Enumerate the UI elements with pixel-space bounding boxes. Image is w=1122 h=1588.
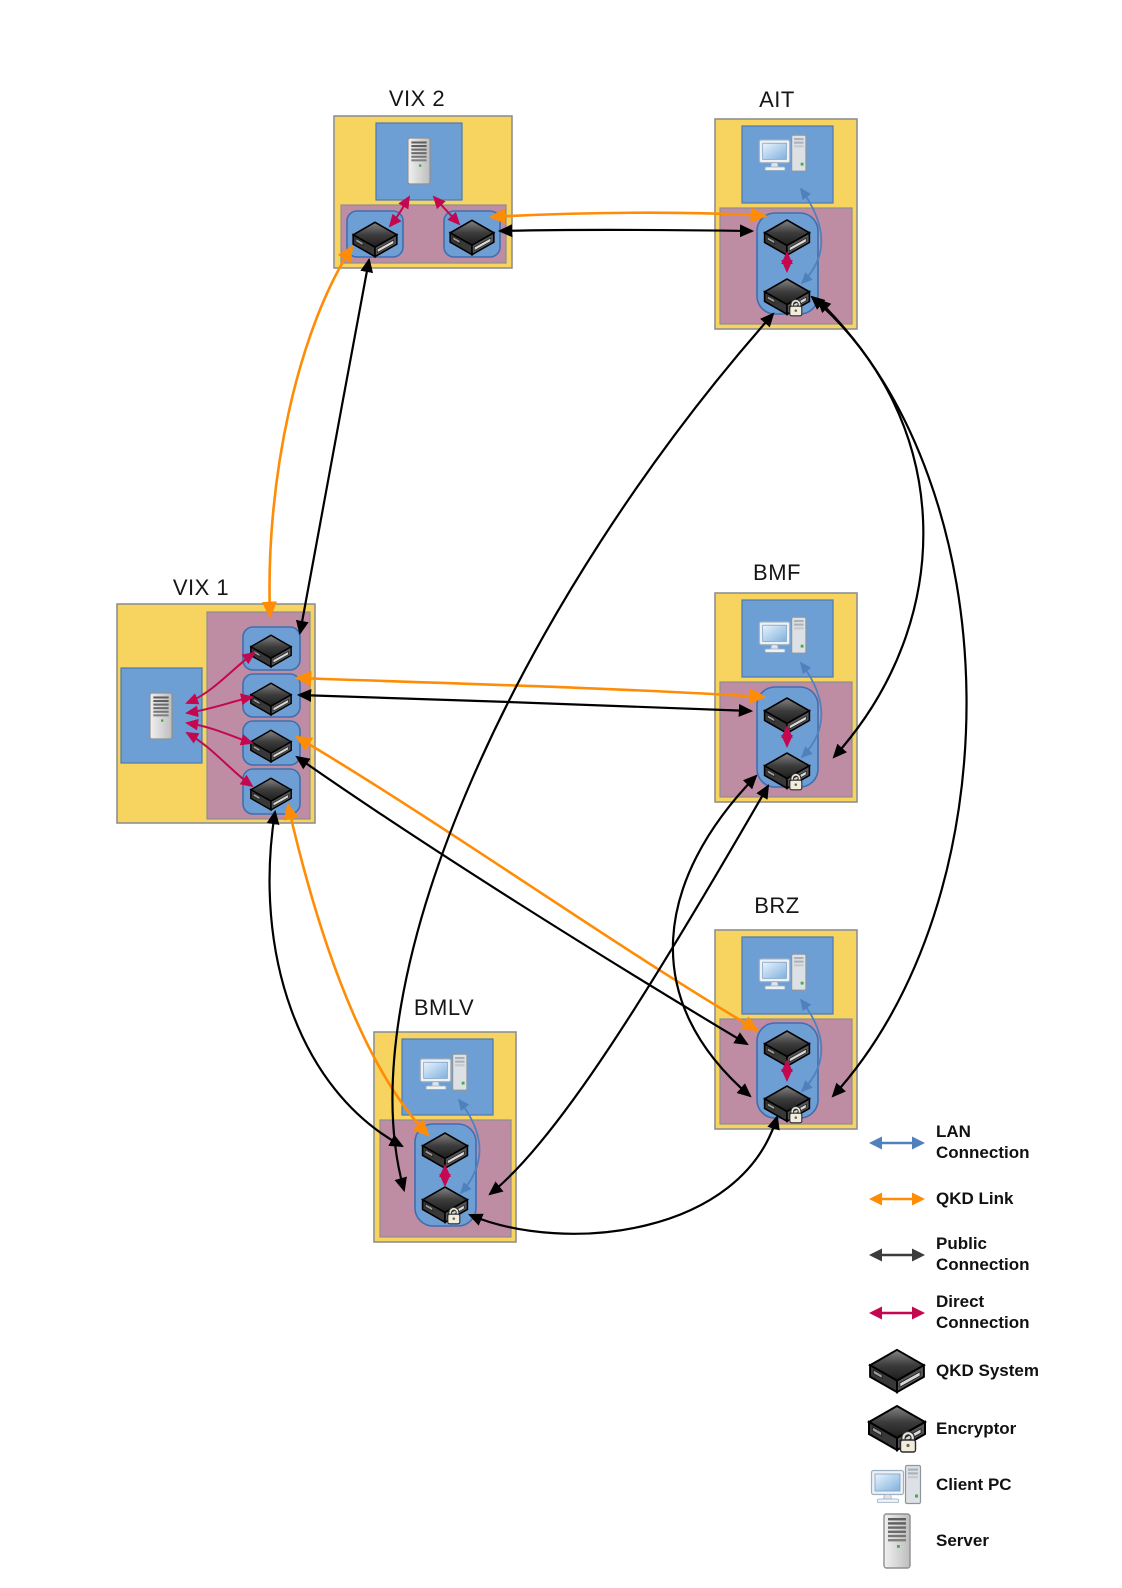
legend-label: Direct Connection <box>936 1292 1030 1332</box>
qkd-link-icon <box>858 1189 936 1209</box>
vix2-direct-arrow <box>432 195 461 226</box>
connection-vix1-qkd-system-4--bmlv-qkd-system <box>266 809 404 1148</box>
legend-item: Direct Connection <box>858 1284 1108 1342</box>
connection-ait-encryptor--bmlv-encryptor <box>391 312 775 1193</box>
connection-vix1-qkd-system-3--brz-qkd-system <box>294 735 760 1032</box>
connection-vix1-qkd-system-2--bmf-qkd-system <box>294 670 767 704</box>
connection-ait-encryptor--brz-encryptor <box>816 298 968 1098</box>
vix2-server server-icon <box>407 137 431 185</box>
node-label-brz: BRZ <box>754 893 800 918</box>
connection-vix2-qkd-system-1--vix1-qkd-system-1 <box>295 257 374 636</box>
connection-brz-encryptor--bmlv-encryptor <box>468 1114 780 1235</box>
legend-item: Server <box>858 1512 1108 1570</box>
direct-connection-icon <box>858 1303 936 1323</box>
legend-item: QKD System <box>858 1342 1108 1400</box>
client-pc-icon <box>858 1462 936 1508</box>
node-label-bmf: BMF <box>753 560 801 585</box>
server-icon <box>858 1511 936 1571</box>
encryptor-icon <box>858 1402 936 1456</box>
legend-item: QKD Link <box>858 1172 1108 1226</box>
legend-label: QKD Link <box>936 1188 1014 1208</box>
node-label-vix2: VIX 2 <box>388 86 446 111</box>
legend-label: Public Connection <box>936 1234 1030 1274</box>
ait-panel-box <box>741 125 834 204</box>
legend-label: Encryptor <box>936 1418 1017 1438</box>
connection-vix2-qkd-system-1--vix1-qkd-system-1 <box>261 244 354 619</box>
legend-item: Public Connection <box>858 1226 1108 1284</box>
legend-label: Client PC <box>936 1474 1012 1494</box>
vix1-direct-arrow <box>185 732 254 788</box>
vix1-server server-icon <box>149 692 173 740</box>
legend-item: LAN Connection <box>858 1114 1108 1172</box>
legend: LAN Connection QKD Link Public Connectio… <box>858 1114 1108 1570</box>
ait-lan-arrow <box>799 187 823 285</box>
legend-item: Client PC <box>858 1458 1108 1512</box>
lan-connection-icon <box>858 1133 936 1153</box>
legend-item: Encryptor <box>858 1400 1108 1458</box>
legend-label: QKD System <box>936 1360 1039 1380</box>
qkd-system-icon <box>858 1346 936 1396</box>
public-connection-icon <box>858 1245 936 1265</box>
node-label-ait: AIT <box>759 87 795 112</box>
legend-label: Server <box>936 1530 989 1550</box>
vix2-direct-arrow <box>388 195 411 228</box>
legend-label: LAN Connection <box>936 1122 1030 1162</box>
node-label-bmlv: BMLV <box>413 995 475 1020</box>
connection-vix2-qkd-system-2--ait-qkd-system <box>497 224 755 238</box>
vix1-direct-arrow <box>185 693 254 718</box>
connection-vix2-qkd-system-2--ait-qkd-system <box>488 207 768 224</box>
connection-vix1-qkd-system-2--bmf-qkd-system <box>296 688 754 717</box>
node-label-vix1: VIX 1 <box>172 575 230 600</box>
